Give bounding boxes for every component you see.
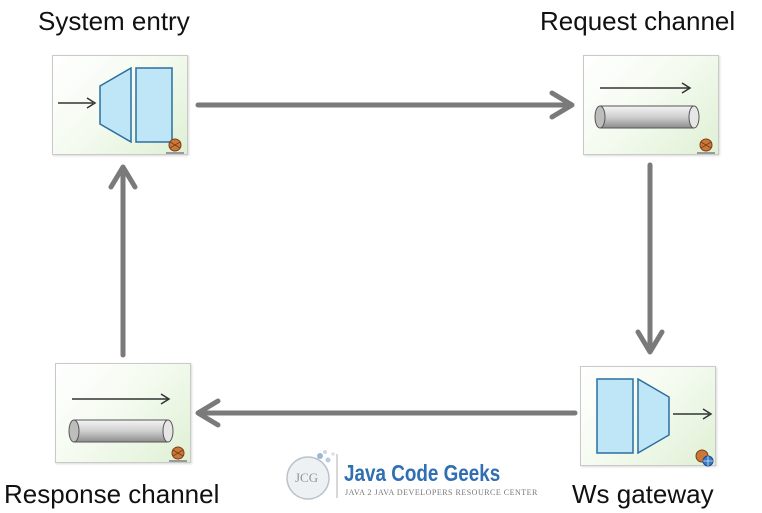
- arrow-request-to-gateway-head: [635, 329, 665, 355]
- arrow-entry-to-request-head: [549, 90, 575, 120]
- gateway-in-icon: [58, 66, 184, 154]
- plugin-badge-icon: [697, 138, 715, 154]
- plugin-badge-icon: [169, 446, 187, 462]
- arrow-response-to-entry-head: [108, 164, 138, 190]
- channel-icon: [594, 82, 715, 154]
- jcg-watermark: JCG Java Code Geeks JAVA 2 JAVA DEVELOPE…: [282, 448, 537, 504]
- request-channel-node[interactable]: [583, 55, 719, 155]
- arrow-gateway-to-response-head: [195, 398, 221, 428]
- request-channel-label: Request channel: [540, 6, 736, 36]
- system-entry-node[interactable]: [52, 55, 188, 155]
- jcg-logo-icon: [286, 450, 338, 500]
- channel-icon: [68, 393, 187, 462]
- ws-gateway-node[interactable]: [580, 366, 716, 467]
- ws-badge-icon: [695, 449, 714, 467]
- ws-gateway-label: Ws gateway: [572, 479, 714, 509]
- jcg-title: Java Code Geeks: [344, 460, 501, 486]
- response-channel-node[interactable]: [55, 363, 191, 463]
- system-entry-label: System entry: [38, 6, 190, 36]
- response-channel-label: Response channel: [4, 479, 220, 509]
- plugin-badge-icon: [166, 138, 184, 154]
- jcg-initials: JCG: [295, 470, 319, 485]
- jcg-subtitle: JAVA 2 JAVA DEVELOPERS RESOURCE CENTER: [345, 488, 538, 497]
- gateway-out-icon: [596, 377, 714, 467]
